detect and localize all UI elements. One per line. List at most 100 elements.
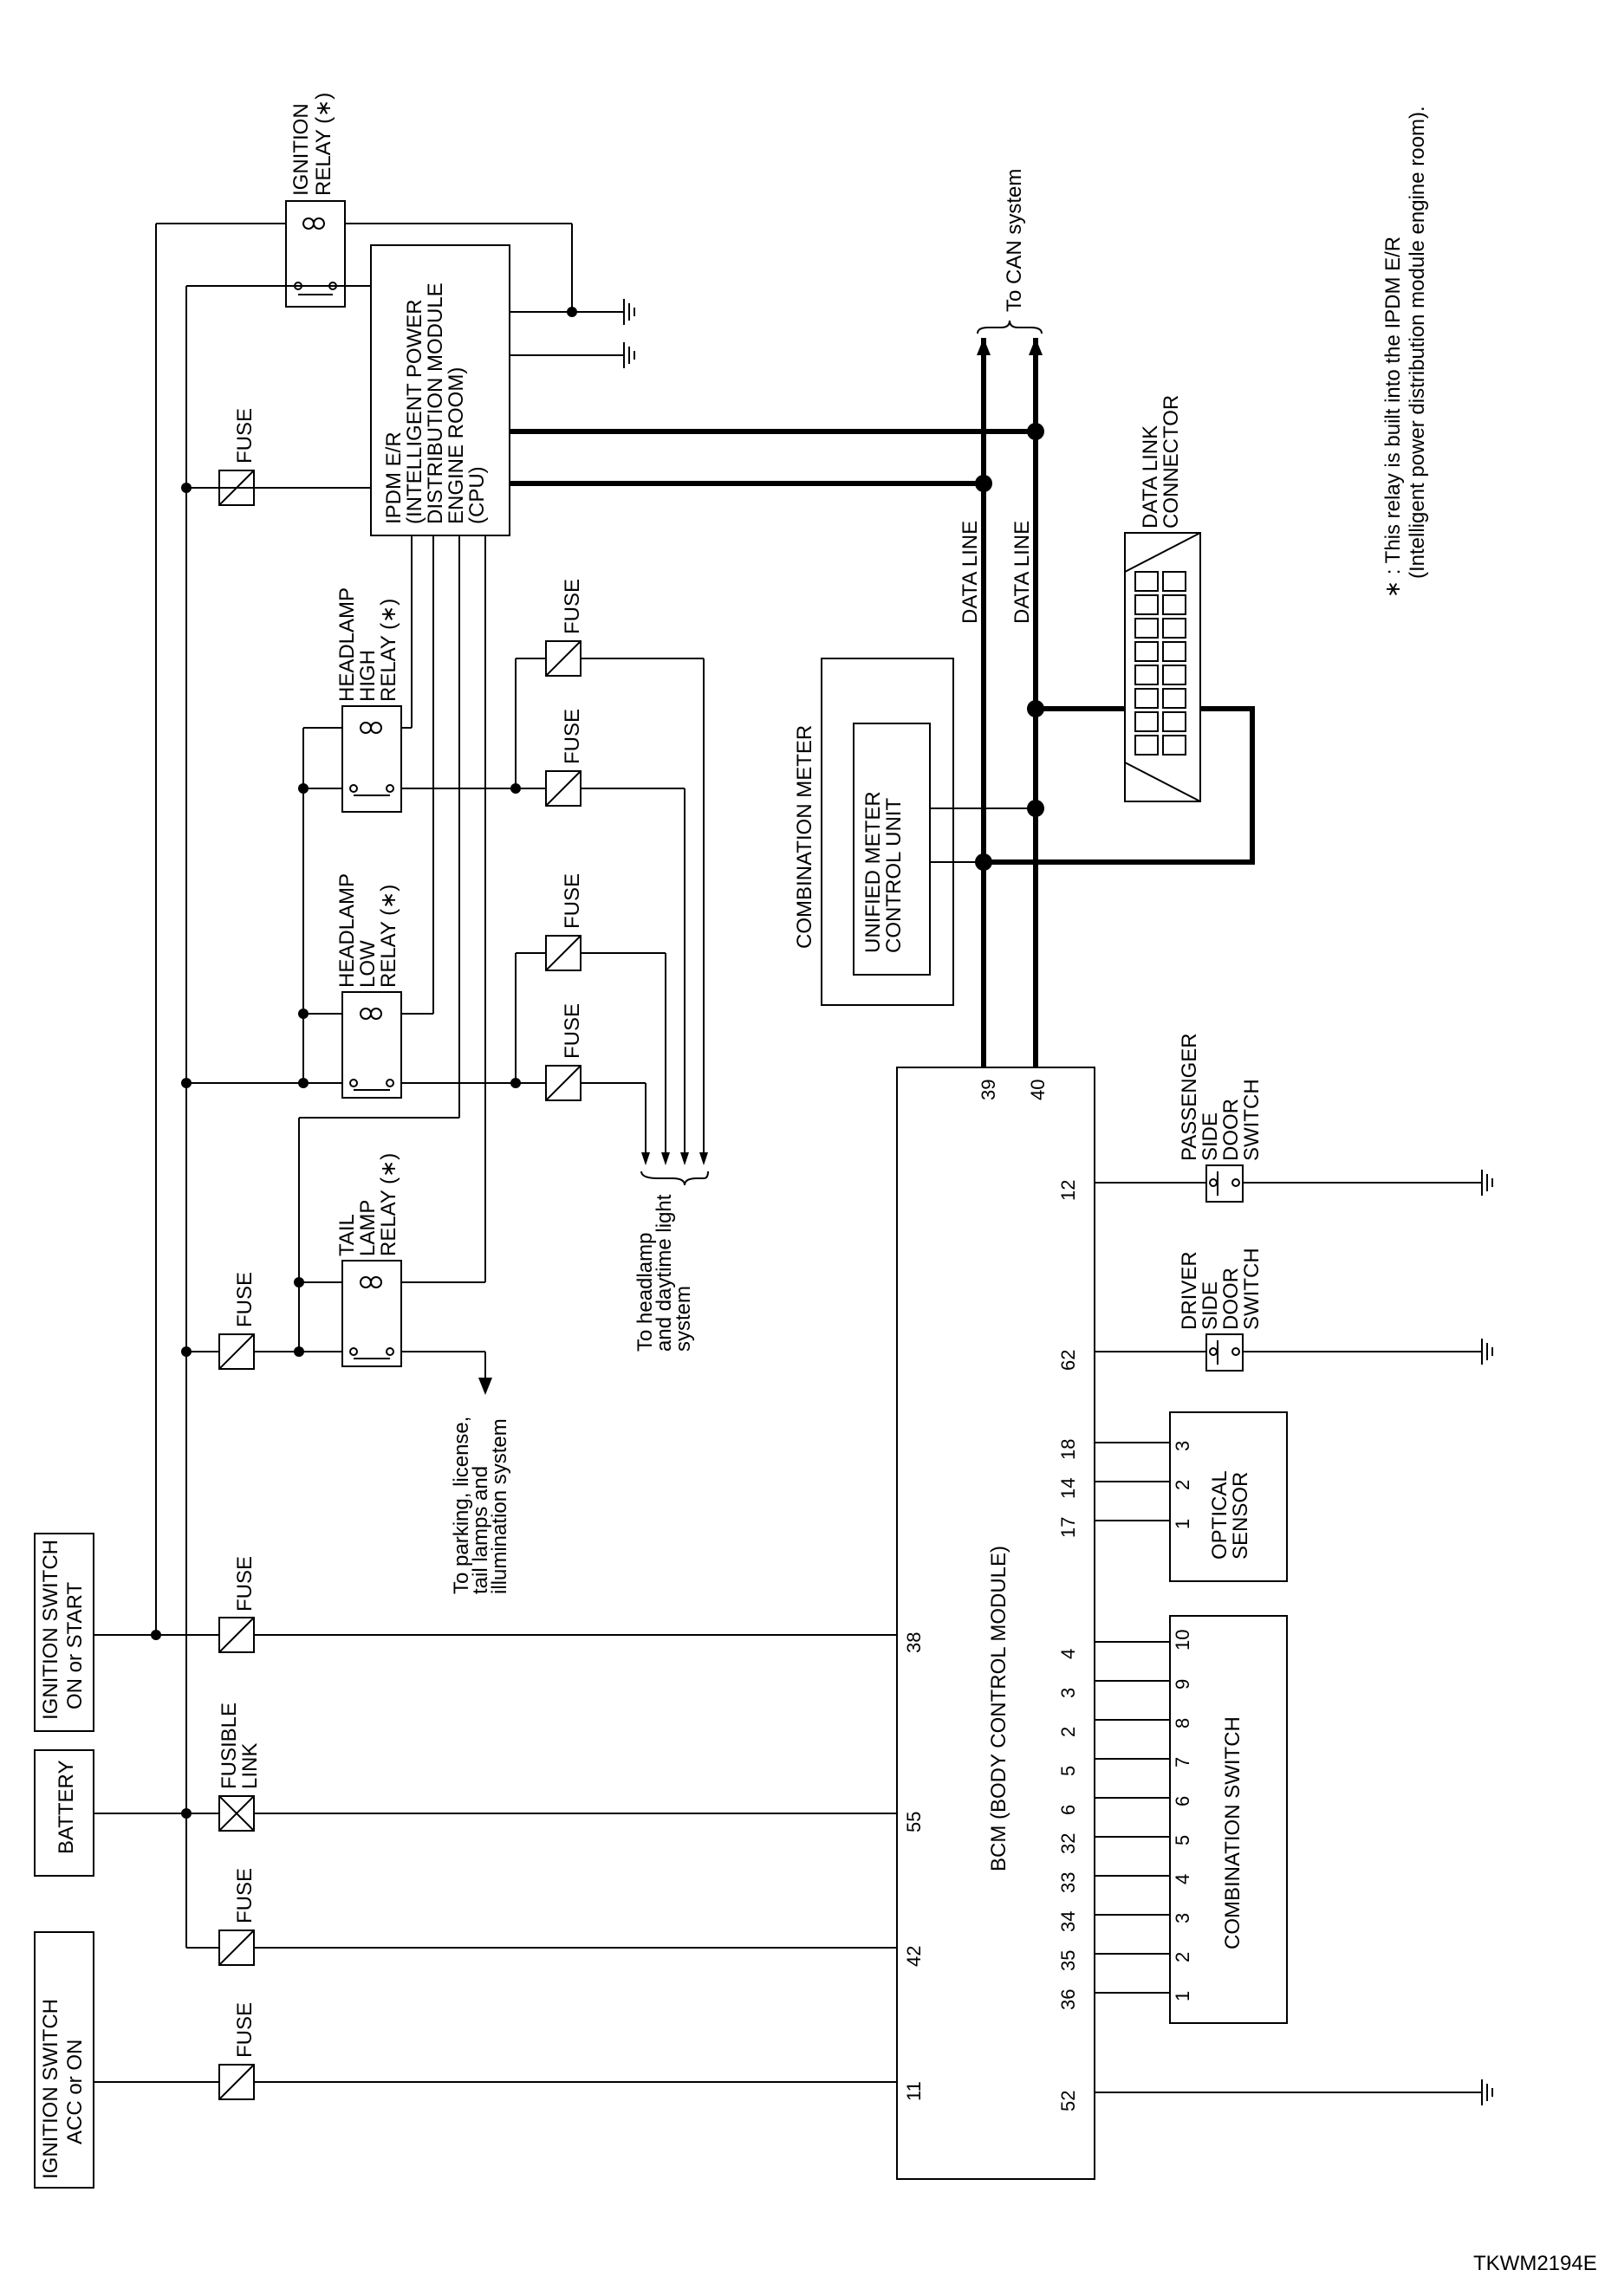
passenger-door-line4: SWITCH bbox=[1240, 1079, 1264, 1161]
bcm-pin: 33 bbox=[1057, 1872, 1079, 1893]
connector-cell bbox=[1162, 735, 1186, 756]
junction bbox=[975, 475, 992, 492]
fusible-link-line2: LINK bbox=[238, 1743, 262, 1789]
driver-door-line1: DRIVER bbox=[1178, 1251, 1201, 1330]
fuse-label: FUSE bbox=[233, 408, 257, 464]
combination-switch-box bbox=[1169, 1615, 1288, 2024]
to-headlamp-line2: and daytime light bbox=[653, 1194, 676, 1352]
combination-switch-pin: 5 bbox=[1172, 1835, 1193, 1845]
driver-door-line2: SIDE bbox=[1199, 1281, 1222, 1330]
fuse-label: FUSE bbox=[561, 709, 584, 764]
fuse-label: FUSE bbox=[233, 2002, 257, 2058]
combination-switch-pin: 8 bbox=[1172, 1718, 1193, 1728]
driver-door-line3: DOOR bbox=[1219, 1268, 1243, 1330]
high-relay-line3: RELAY (∗) bbox=[377, 599, 400, 702]
fuse-label: FUSE bbox=[561, 579, 584, 634]
junction bbox=[1027, 800, 1044, 817]
door-switch-icon bbox=[1205, 1164, 1244, 1203]
bcm-pin: 4 bbox=[1057, 1649, 1079, 1659]
ignition-relay-line2: RELAY (∗) bbox=[312, 93, 335, 196]
ignition-acc-line2: ACC or ON bbox=[63, 2040, 87, 2144]
fuse-38 bbox=[218, 1617, 255, 1653]
to-parking-line1: To parking, license, bbox=[450, 1417, 473, 1594]
dlc-can-h bbox=[984, 706, 1255, 865]
ignition-switch-acc-box bbox=[34, 1931, 94, 2189]
bcm-pin: 36 bbox=[1057, 1989, 1079, 2010]
optical-sensor-box bbox=[1169, 1411, 1288, 1582]
junction bbox=[181, 1808, 192, 1819]
bcm-pin: 2 bbox=[1057, 1727, 1079, 1737]
figure-id: TKWM2194E bbox=[1473, 2252, 1597, 2275]
combination-meter-label: COMBINATION METER bbox=[793, 725, 816, 949]
combination-switch-pin: 3 bbox=[1172, 1913, 1193, 1923]
junction bbox=[1027, 423, 1044, 440]
ipdm-line5: (CPU) bbox=[465, 466, 489, 524]
connector-cell bbox=[1162, 711, 1186, 732]
fuse-acc bbox=[218, 2064, 255, 2100]
tail-relay-line1: TAIL bbox=[335, 1214, 359, 1256]
junction bbox=[298, 783, 309, 794]
tail-relay-line2: LAMP bbox=[356, 1200, 380, 1256]
ipdm-line1: IPDM E/R bbox=[382, 431, 406, 524]
fuse-low-1 bbox=[545, 1065, 582, 1101]
high-relay-line2: HIGH bbox=[356, 650, 380, 702]
unified-meter-box bbox=[853, 723, 931, 976]
to-headlamp-line3: system bbox=[672, 1286, 695, 1352]
connector-cell bbox=[1134, 735, 1159, 756]
bcm-pin: 11 bbox=[903, 2081, 925, 2101]
optical-sensor-pin: 2 bbox=[1172, 1480, 1193, 1490]
passenger-door-line3: DOOR bbox=[1219, 1099, 1243, 1161]
footnote-line-2: (Intelligent power distribution module e… bbox=[1406, 106, 1429, 579]
to-parking-line3: illumination system bbox=[488, 1418, 511, 1594]
bcm-pin: 5 bbox=[1057, 1766, 1079, 1776]
data-link-line1: DATA LINK bbox=[1139, 425, 1162, 529]
bcm-pin: 40 bbox=[1027, 1080, 1049, 1100]
fuse-low-2 bbox=[545, 935, 582, 971]
ipdm-line3: DISTRIBUTION MODULE bbox=[424, 282, 447, 524]
fusible-link-55 bbox=[218, 1795, 255, 1832]
connector-cell bbox=[1134, 618, 1159, 639]
data-link-connector bbox=[1124, 532, 1201, 802]
ignition-on-line2: ON or START bbox=[63, 1582, 87, 1709]
to-can-label: To CAN system bbox=[1003, 169, 1026, 312]
to-parking-line2: tail lamps and bbox=[469, 1466, 492, 1594]
combination-switch-pin: 10 bbox=[1172, 1630, 1193, 1651]
connector-cell bbox=[1134, 665, 1159, 685]
connector-cell bbox=[1162, 618, 1186, 639]
low-relay-line1: HEADLAMP bbox=[335, 873, 359, 988]
combination-switch-pin: 4 bbox=[1172, 1874, 1193, 1884]
junction bbox=[1027, 700, 1044, 717]
ignition-relay-line1: IGNITION bbox=[289, 103, 313, 196]
arrow-up-icon bbox=[977, 338, 991, 355]
low-relay-line2: LOW bbox=[356, 940, 380, 988]
relay-coil-icon bbox=[360, 722, 382, 734]
ipdm-line4: ENGINE ROOM) bbox=[445, 367, 468, 524]
bcm-pin: 55 bbox=[903, 1812, 925, 1832]
fuse-high-1 bbox=[545, 770, 582, 807]
bcm-pin: 18 bbox=[1057, 1439, 1079, 1460]
fuse-42 bbox=[218, 1930, 255, 1966]
bcm-pin: 3 bbox=[1057, 1688, 1079, 1698]
to-headlamp-line1: To headlamp bbox=[634, 1233, 657, 1352]
arrow-down-icon bbox=[478, 1378, 492, 1395]
bcm-pin: 12 bbox=[1057, 1180, 1079, 1201]
connector-cell bbox=[1162, 594, 1186, 615]
tail-relay-line3: RELAY (∗) bbox=[377, 1153, 400, 1256]
fuse-label: FUSE bbox=[561, 1003, 584, 1059]
bcm-box bbox=[896, 1067, 1095, 2180]
optical-sensor-line2: SENSOR bbox=[1229, 1472, 1252, 1560]
optical-sensor-pin: 1 bbox=[1172, 1519, 1193, 1529]
passenger-door-line2: SIDE bbox=[1199, 1112, 1222, 1161]
passenger-door-line1: PASSENGER bbox=[1178, 1033, 1201, 1161]
fuse-label: FUSE bbox=[561, 873, 584, 929]
connector-cell bbox=[1162, 641, 1186, 662]
ground-icon bbox=[1481, 2079, 1493, 2105]
relay-coil-icon bbox=[360, 1008, 382, 1020]
ipdm-box bbox=[370, 244, 510, 536]
bcm-pin: 32 bbox=[1057, 1833, 1079, 1854]
fuse-tail bbox=[218, 1333, 255, 1370]
optical-sensor-line1: OPTICAL bbox=[1208, 1470, 1231, 1560]
connector-cell bbox=[1134, 711, 1159, 732]
relay-contact-icon bbox=[349, 1079, 394, 1091]
